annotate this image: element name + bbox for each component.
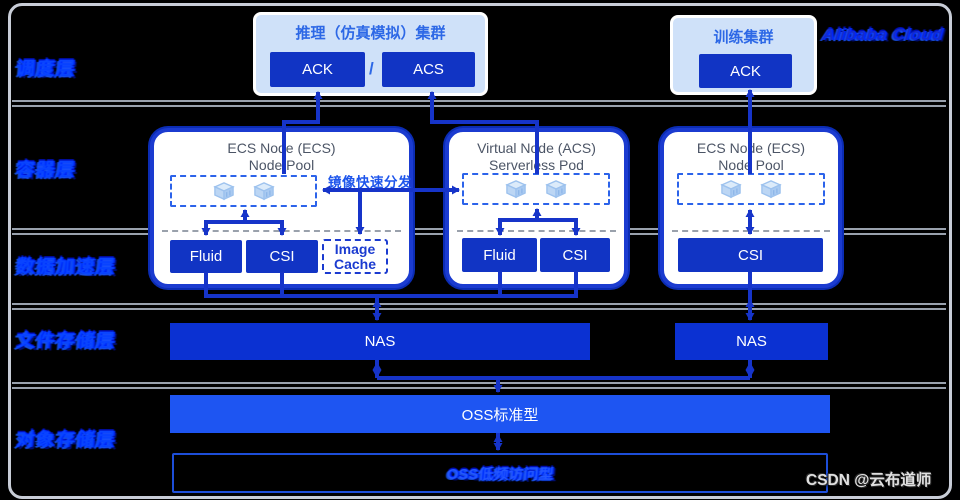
csi-component-middle: CSI	[540, 238, 610, 272]
acs-virtual-node: Virtual Node (ACS) Serverless Pod Fluid …	[445, 128, 628, 288]
ecs-right-title-line1: ECS Node (ECS)	[696, 140, 806, 156]
csi-component-left: CSI	[246, 240, 318, 273]
vendor-watermark: Alibaba Cloud	[821, 25, 944, 44]
layer-label-object-storage: 对象存储层	[14, 430, 117, 451]
oss-secondary-label: OSS低频访问型	[445, 465, 554, 483]
image-cache-line2: Cache	[333, 255, 377, 272]
pods-group-left	[170, 175, 317, 207]
oss-standard-bar: OSS标准型	[170, 395, 830, 433]
layer-label-file-storage: 文件存储层	[14, 331, 117, 352]
acs-title-line2: Serverless Pod	[489, 156, 584, 173]
fluid-component-left: Fluid	[170, 240, 242, 273]
nas-bar-left: NAS	[170, 323, 590, 360]
layer-label-data-accel: 数据加速层	[14, 257, 117, 278]
image-distribution-label: 镜像快速分发	[328, 175, 412, 190]
node-dashed-divider	[457, 230, 616, 232]
training-cluster-box: 训练集群 ACK	[670, 15, 817, 95]
ack-badge-inference: ACK	[270, 52, 365, 87]
pod-icon	[720, 180, 742, 199]
ack-acs-separator: /	[369, 59, 374, 78]
fluid-component-middle: Fluid	[462, 238, 537, 272]
image-cache-box: Image Cache	[322, 239, 388, 274]
layer-separator-4	[12, 382, 946, 389]
pod-icon	[545, 180, 567, 199]
csi-component-right: CSI	[678, 238, 823, 272]
pods-group-right	[677, 173, 825, 205]
ecs-node-pool-right: ECS Node (ECS) Node Pool CSI	[660, 128, 842, 288]
pod-icon	[760, 180, 782, 199]
layer-separator-3	[12, 303, 946, 310]
pod-icon	[212, 182, 235, 201]
nas-bar-right: NAS	[675, 323, 828, 360]
inference-cluster-box: 推理（仿真模拟）集群 ACK / ACS	[253, 12, 488, 96]
acs-title-line1: Virtual Node (ACS)	[477, 140, 596, 156]
pod-icon	[252, 182, 275, 201]
node-dashed-divider	[672, 230, 830, 232]
ack-badge-training: ACK	[699, 54, 792, 88]
node-dashed-divider	[162, 230, 401, 232]
layer-label-container: 容器层	[14, 160, 77, 181]
ecs-node-pool-left: ECS Node (ECS) Node Pool Fluid CSI Image…	[150, 128, 413, 288]
inference-cluster-title: 推理（仿真模拟）集群	[295, 25, 446, 42]
layer-label-scheduling: 调度层	[14, 59, 77, 80]
ecs-left-title-line1: ECS Node (ECS)	[227, 140, 336, 156]
ecs-right-title-line2: Node Pool	[718, 156, 784, 173]
layer-separator-1	[12, 100, 946, 107]
diagram-frame	[8, 3, 952, 499]
image-cache-line1: Image	[334, 240, 376, 257]
csdn-watermark: CSDN @云布道师	[806, 472, 932, 489]
pods-group-middle	[462, 173, 610, 205]
oss-secondary-box: OSS低频访问型	[172, 453, 828, 493]
pod-icon	[505, 180, 527, 199]
acs-badge-inference: ACS	[382, 52, 475, 87]
training-cluster-title: 训练集群	[713, 29, 774, 46]
